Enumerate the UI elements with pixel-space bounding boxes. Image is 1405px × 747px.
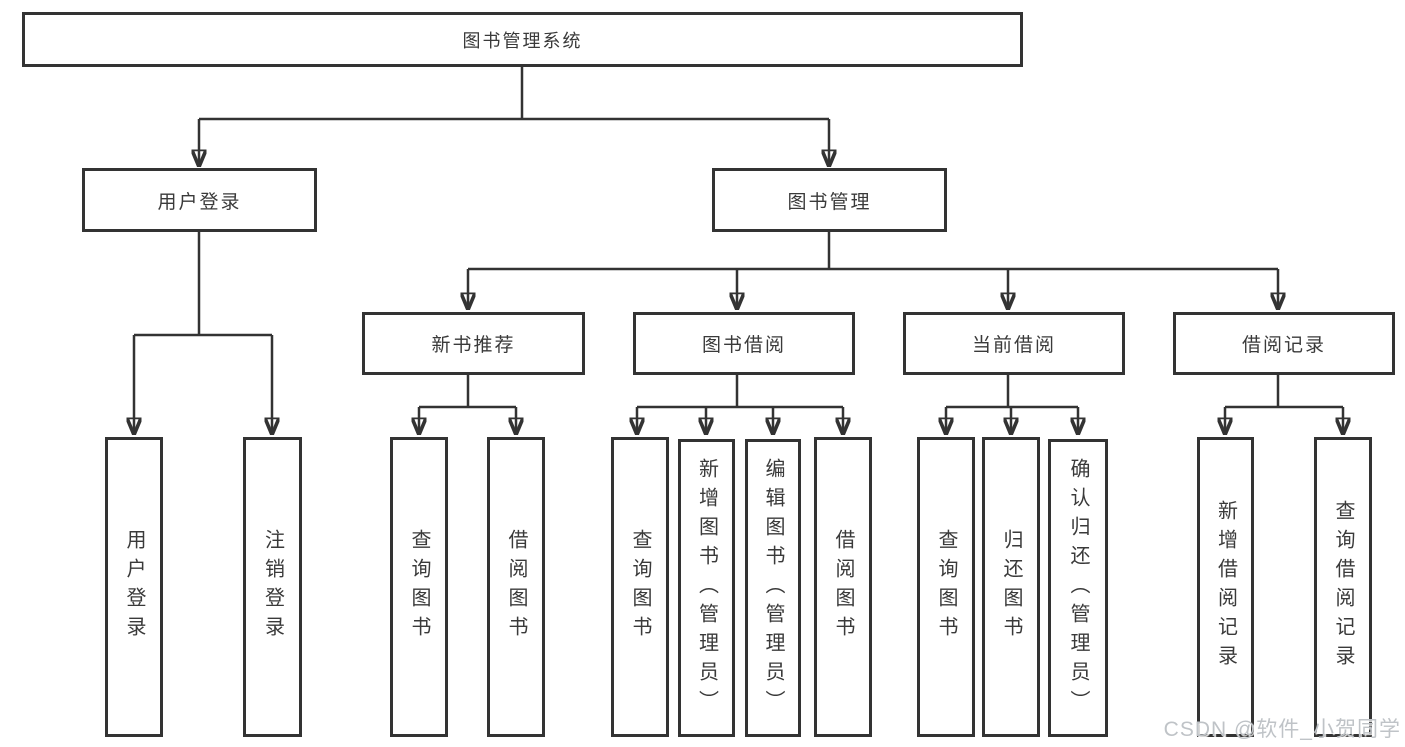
connector-book-management-elbow: [468, 232, 1278, 271]
node-user-login-label: 用户登录: [157, 191, 242, 213]
leaf-query-books-3-label: 查询图书: [935, 529, 957, 645]
connector-current-borrow-elbow: [946, 375, 1078, 409]
connector-book-borrow-elbow: [637, 375, 843, 409]
leaf-add-borrow-record: 新增借阅记录: [1197, 437, 1254, 737]
node-new-book-recommend: 新书推荐: [362, 312, 585, 375]
leaf-user-login-label: 用户登录: [123, 529, 145, 645]
node-book-borrow-label: 图书借阅: [701, 335, 786, 356]
connector-borrow-record-elbow: [1225, 375, 1343, 409]
connector-root-elbow: [199, 67, 829, 121]
leaf-edit-books-admin: 编辑图书（管理员）: [745, 439, 801, 737]
leaf-user-login: 用户登录: [105, 437, 163, 737]
leaf-logout: 注销登录: [243, 437, 302, 737]
leaf-return-books: 归还图书: [982, 437, 1040, 737]
leaf-borrow-books-2: 借阅图书: [814, 437, 872, 737]
leaf-confirm-return-admin: 确认归还（管理员）: [1048, 439, 1108, 737]
leaf-confirm-return-admin-label: 确认归还（管理员）: [1067, 457, 1089, 719]
csdn-watermark: CSDN @软件_小贺同学: [1163, 718, 1401, 741]
root-node: 图书管理系统: [22, 12, 1023, 67]
leaf-add-books-admin: 新增图书（管理员）: [678, 439, 735, 737]
leaf-query-books-2: 查询图书: [611, 437, 669, 737]
node-book-borrow: 图书借阅: [633, 312, 855, 375]
node-current-borrow: 当前借阅: [903, 312, 1125, 375]
node-current-borrow-label: 当前借阅: [971, 335, 1056, 356]
leaf-query-books-2-label: 查询图书: [629, 529, 651, 645]
leaf-query-books-1: 查询图书: [390, 437, 448, 737]
leaf-query-books-3: 查询图书: [917, 437, 975, 737]
connector-new-book-elbow: [419, 375, 516, 409]
leaf-borrow-books-2-label: 借阅图书: [832, 529, 854, 645]
node-user-login: 用户登录: [82, 168, 317, 232]
leaf-edit-books-admin-label: 编辑图书（管理员）: [762, 457, 784, 719]
leaf-add-books-admin-label: 新增图书（管理员）: [695, 457, 718, 719]
node-new-book-recommend-label: 新书推荐: [431, 335, 516, 356]
leaf-return-books-label: 归还图书: [1000, 529, 1022, 645]
leaf-borrow-books-1-label: 借阅图书: [505, 529, 527, 645]
leaf-query-borrow-record-label: 查询借阅记录: [1332, 500, 1354, 674]
leaf-logout-label: 注销登录: [261, 529, 284, 645]
root-node-label: 图书管理系统: [462, 30, 583, 51]
node-book-management: 图书管理: [712, 168, 947, 232]
leaf-borrow-books-1: 借阅图书: [487, 437, 545, 737]
node-book-management-label: 图书管理: [787, 191, 872, 213]
connector-user-login-elbow: [134, 232, 272, 337]
leaf-query-books-1-label: 查询图书: [408, 529, 430, 645]
node-borrow-record-label: 借阅记录: [1241, 335, 1326, 356]
node-borrow-record: 借阅记录: [1173, 312, 1395, 375]
leaf-add-borrow-record-label: 新增借阅记录: [1214, 500, 1237, 674]
leaf-query-borrow-record: 查询借阅记录: [1314, 437, 1372, 737]
